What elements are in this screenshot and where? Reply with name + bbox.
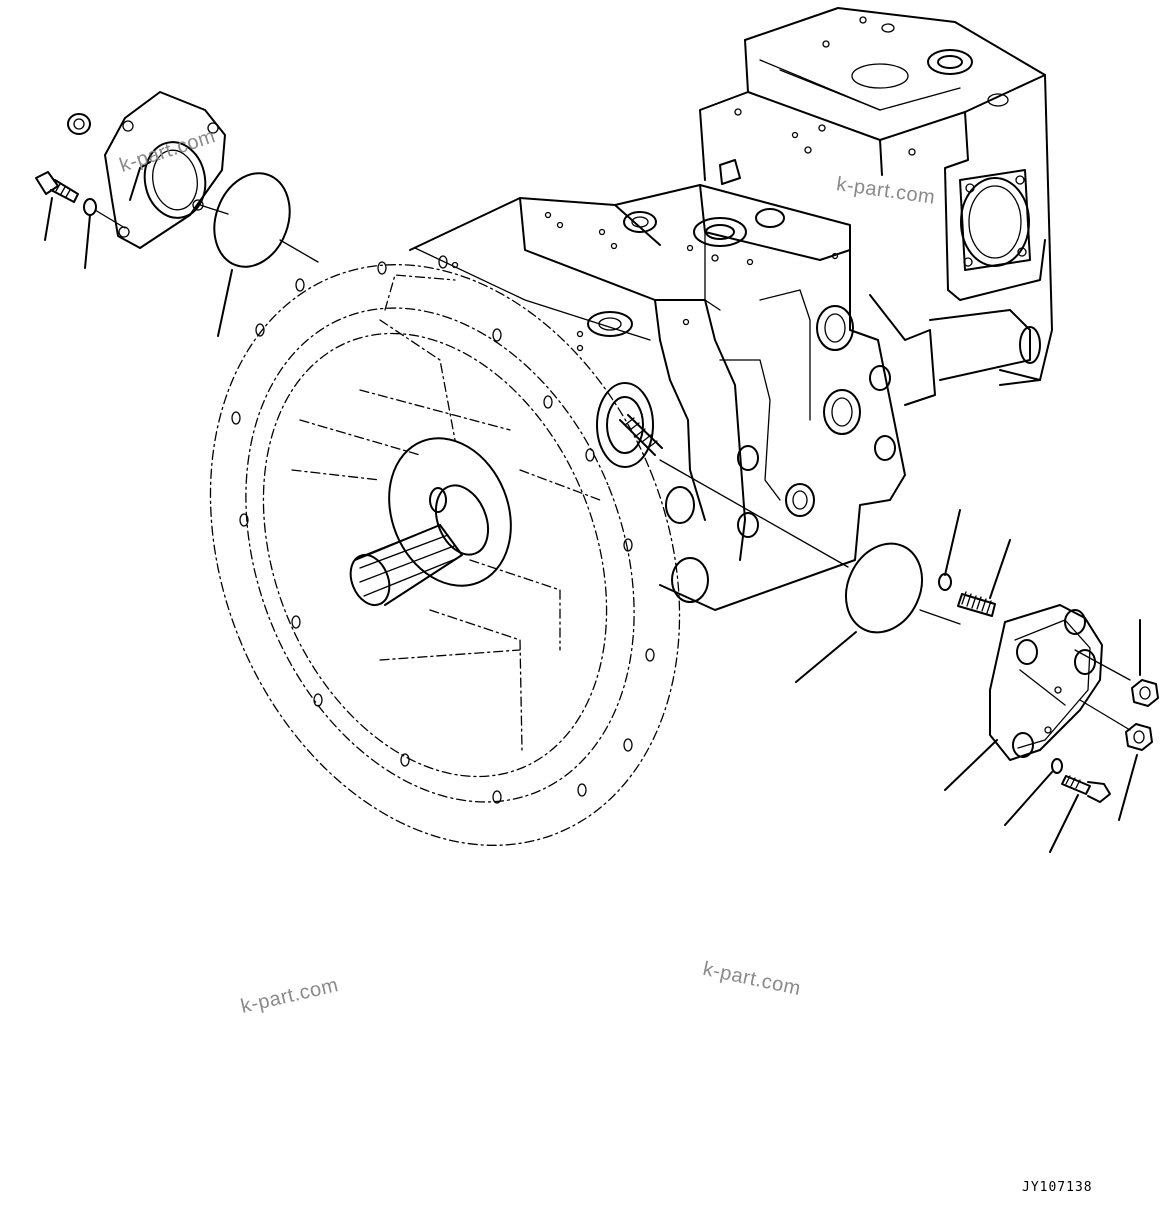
upper-o-ring [213,172,291,268]
assembly-axis-lines [94,204,1131,731]
upper-washer [83,198,97,216]
upper-bolt [35,171,79,203]
lower-o-ring [845,542,923,634]
spring-plug [957,591,996,617]
lower-washer [1051,758,1063,774]
lower-cover-plate [989,604,1103,761]
nut-upper [1131,679,1159,707]
lower-bolt [1061,775,1111,803]
small-o-ring [938,573,952,591]
input-shaft [349,437,512,607]
nut-lower [1125,723,1153,751]
center-stud [619,414,663,456]
drawing-code: JY107138 [1022,1180,1093,1195]
housing-flange [209,255,681,846]
leader-lines [44,197,1141,853]
pump-body [409,7,1053,611]
upper-cover-plate [67,91,226,249]
